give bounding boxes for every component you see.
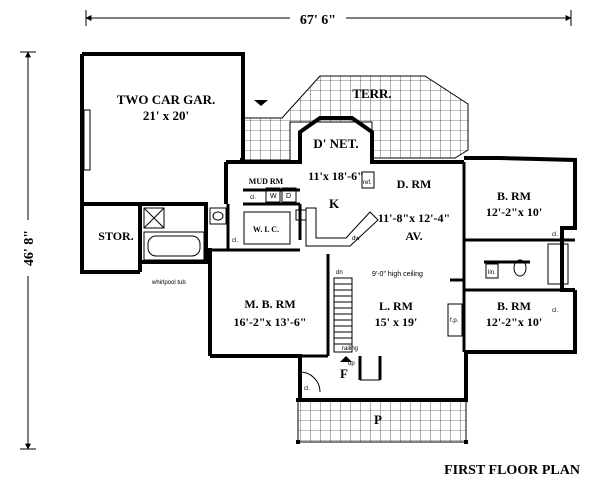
- dining-size: 11'-8"x 12'-4": [378, 211, 450, 225]
- dining-note: AV.: [405, 229, 422, 243]
- refrigerator: [361, 171, 375, 189]
- wic-label: W. I. C.: [253, 225, 279, 234]
- staircase: [333, 277, 353, 353]
- bedroom1-name: B. RM: [497, 189, 531, 203]
- kitchen-size: 11'x 18'-6": [308, 169, 364, 183]
- depth-dimension: 46' 8": [18, 51, 38, 450]
- fireplace-label: f.p.: [450, 318, 459, 324]
- terrace-label: TERR.: [352, 86, 391, 101]
- garage-size: 21' x 20': [143, 108, 189, 123]
- room-labels: TWO CAR GAR. 21' x 20' TERR. D' NET. 11'…: [98, 86, 542, 427]
- living-size: 15' x 19': [375, 315, 418, 329]
- dinette-label: D' NET.: [313, 136, 358, 151]
- closet-label-wic: cl.: [232, 238, 238, 244]
- fireplace: [447, 303, 463, 337]
- plan-title: FIRST FLOOR PLAN: [444, 463, 580, 478]
- dryer-label: D: [286, 193, 291, 200]
- interior-walls: [210, 162, 575, 380]
- foyer-label: F: [340, 366, 348, 381]
- closet-label-br1: cl.: [552, 232, 558, 238]
- ceiling-label: 9'-0" high ceiling: [372, 271, 423, 278]
- bedroom2-size: 12'-2"x 10': [486, 315, 542, 329]
- bedroom1-size: 12'-2"x 10': [486, 205, 542, 219]
- dishwasher-label: dw: [352, 236, 360, 242]
- washer-label: W: [270, 193, 277, 200]
- closet-label-foyer: cl.: [304, 386, 310, 392]
- master-name: M. B. RM: [244, 297, 295, 311]
- bedroom2-name: B. RM: [497, 299, 531, 313]
- dining-name: D. RM: [397, 177, 432, 191]
- living-name: L. RM: [379, 299, 413, 313]
- railing-label: railing: [342, 346, 358, 352]
- annotations: cl. W D cl. ref. dw whirlpool tub 9'-0" …: [151, 180, 558, 392]
- fixtures: [83, 100, 569, 444]
- kitchen-label: K: [329, 196, 340, 211]
- washer: [265, 187, 281, 203]
- water-heater: [143, 207, 165, 229]
- mud-room-label: MUD RM: [249, 177, 284, 186]
- width-dimension: 67' 6": [85, 8, 572, 28]
- stair-down-label: dn: [336, 270, 343, 276]
- porch-label: P: [374, 412, 382, 427]
- exterior-walls: [80, 52, 577, 402]
- storage-label: STOR.: [98, 229, 133, 243]
- refrigerator-label: ref.: [363, 180, 372, 186]
- dryer: [281, 187, 297, 203]
- closet-label-br2: cl.: [552, 308, 558, 314]
- width-label: 67' 6": [300, 13, 336, 28]
- closet-label-mud: cl.: [250, 195, 256, 201]
- master-size: 16'-2"x 13'-6": [234, 315, 307, 329]
- garage-name: TWO CAR GAR.: [117, 92, 216, 107]
- whirlpool-label: whirlpool tub: [151, 280, 186, 286]
- depth-label: 46' 8": [22, 230, 37, 266]
- stair-up-label: up: [348, 361, 355, 367]
- linen-label: lin.: [488, 270, 496, 276]
- whirlpool-tub: [143, 231, 205, 261]
